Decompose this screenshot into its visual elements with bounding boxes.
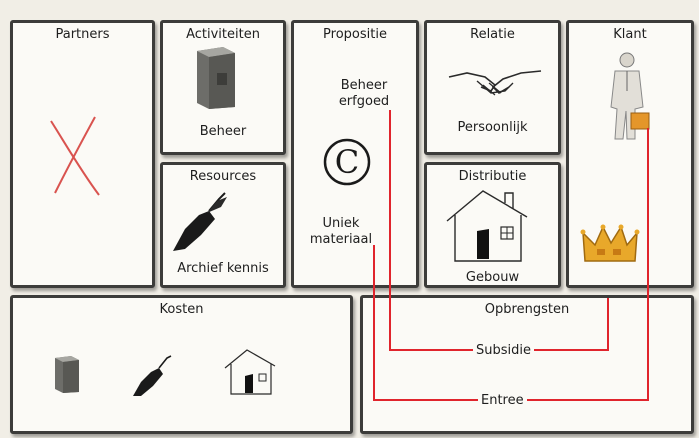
entree-label: Entree [478,393,527,408]
distributie-title: Distributie [458,169,527,184]
resources-block: Resources Archief kennis [160,162,286,288]
svg-text:C: C [335,143,359,181]
partners-block: Partners [10,20,155,288]
kosten-block: Kosten [10,295,353,434]
safe-icon [55,356,79,393]
propositie-item-uniek-line2: materiaal [309,232,373,247]
activiteiten-item: Beheer [199,124,247,139]
activiteiten-title: Activiteiten [186,27,260,42]
propositie-title: Propositie [323,27,387,42]
relatie-title: Relatie [470,27,515,42]
propositie-item-beheer: Beheer erfgoed [334,78,394,110]
propositie-item-uniek-line1: Uniek [322,216,360,231]
activiteiten-block: Activiteiten Beheer [160,20,286,155]
resources-item: Archief kennis [177,261,269,276]
handshake-icon [448,70,542,96]
relatie-item: Persoonlijk [457,120,528,135]
resources-title: Resources [189,169,257,184]
safe-icon [197,47,235,109]
crown-icon [580,224,640,262]
propositie-block: Propositie Beheer erfgoed C Uniek materi… [291,20,419,288]
businessman-icon [610,52,650,140]
relatie-block: Relatie Persoonlijk [424,20,561,155]
hand-pen-icon [133,355,172,396]
house-icon [224,349,276,395]
opbrengsten-block: Opbrengsten [360,295,694,434]
house-icon [446,190,528,262]
entree-flow-line [373,128,649,401]
propositie-item-beheer-line1: Beheer [340,78,388,93]
opbrengsten-title: Opbrengsten [484,302,570,317]
copyright-icon: C [323,138,371,186]
distributie-block: Distributie Gebouw [424,162,561,288]
partners-title: Partners [55,27,110,42]
distributie-item: Gebouw [465,270,520,285]
propositie-item-uniek: Uniek materiaal [308,216,374,248]
kosten-title: Kosten [159,302,204,317]
klant-block: Klant [566,20,694,288]
hand-pen-icon [173,192,227,251]
klant-title: Klant [613,27,647,42]
propositie-item-beheer-line2: erfgoed [338,94,390,109]
subsidie-flow-line [389,110,609,351]
cross-icon [50,116,100,196]
subsidie-label: Subsidie [473,343,534,358]
